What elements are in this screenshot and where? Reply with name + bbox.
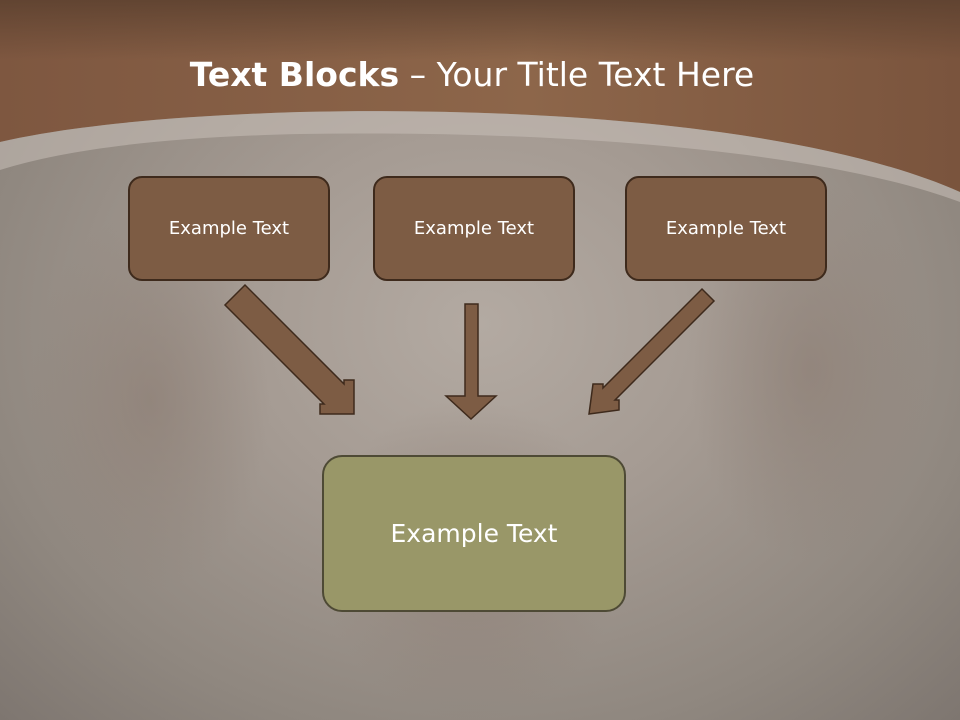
title-bold-part: Text Blocks (189, 55, 400, 94)
arrow-left-to-center (223, 283, 355, 415)
bottom-text-block[interactable]: Example Text (322, 455, 626, 612)
top-text-block-2-label: Example Text (413, 218, 535, 239)
arrow-center-down (444, 303, 498, 421)
top-text-block-1-label: Example Text (168, 218, 290, 239)
top-text-block-3-label: Example Text (665, 218, 787, 239)
arrow-right-to-center (588, 287, 716, 415)
top-text-block-1[interactable]: Example Text (128, 176, 330, 281)
title-rest-part: Your Title Text Here (436, 55, 755, 94)
top-text-block-3[interactable]: Example Text (625, 176, 827, 281)
top-text-block-2[interactable]: Example Text (373, 176, 575, 281)
bottom-text-block-label: Example Text (390, 519, 558, 548)
slide-title: Text Blocks – Your Title Text Here (0, 52, 944, 98)
title-dash: – (399, 55, 437, 94)
